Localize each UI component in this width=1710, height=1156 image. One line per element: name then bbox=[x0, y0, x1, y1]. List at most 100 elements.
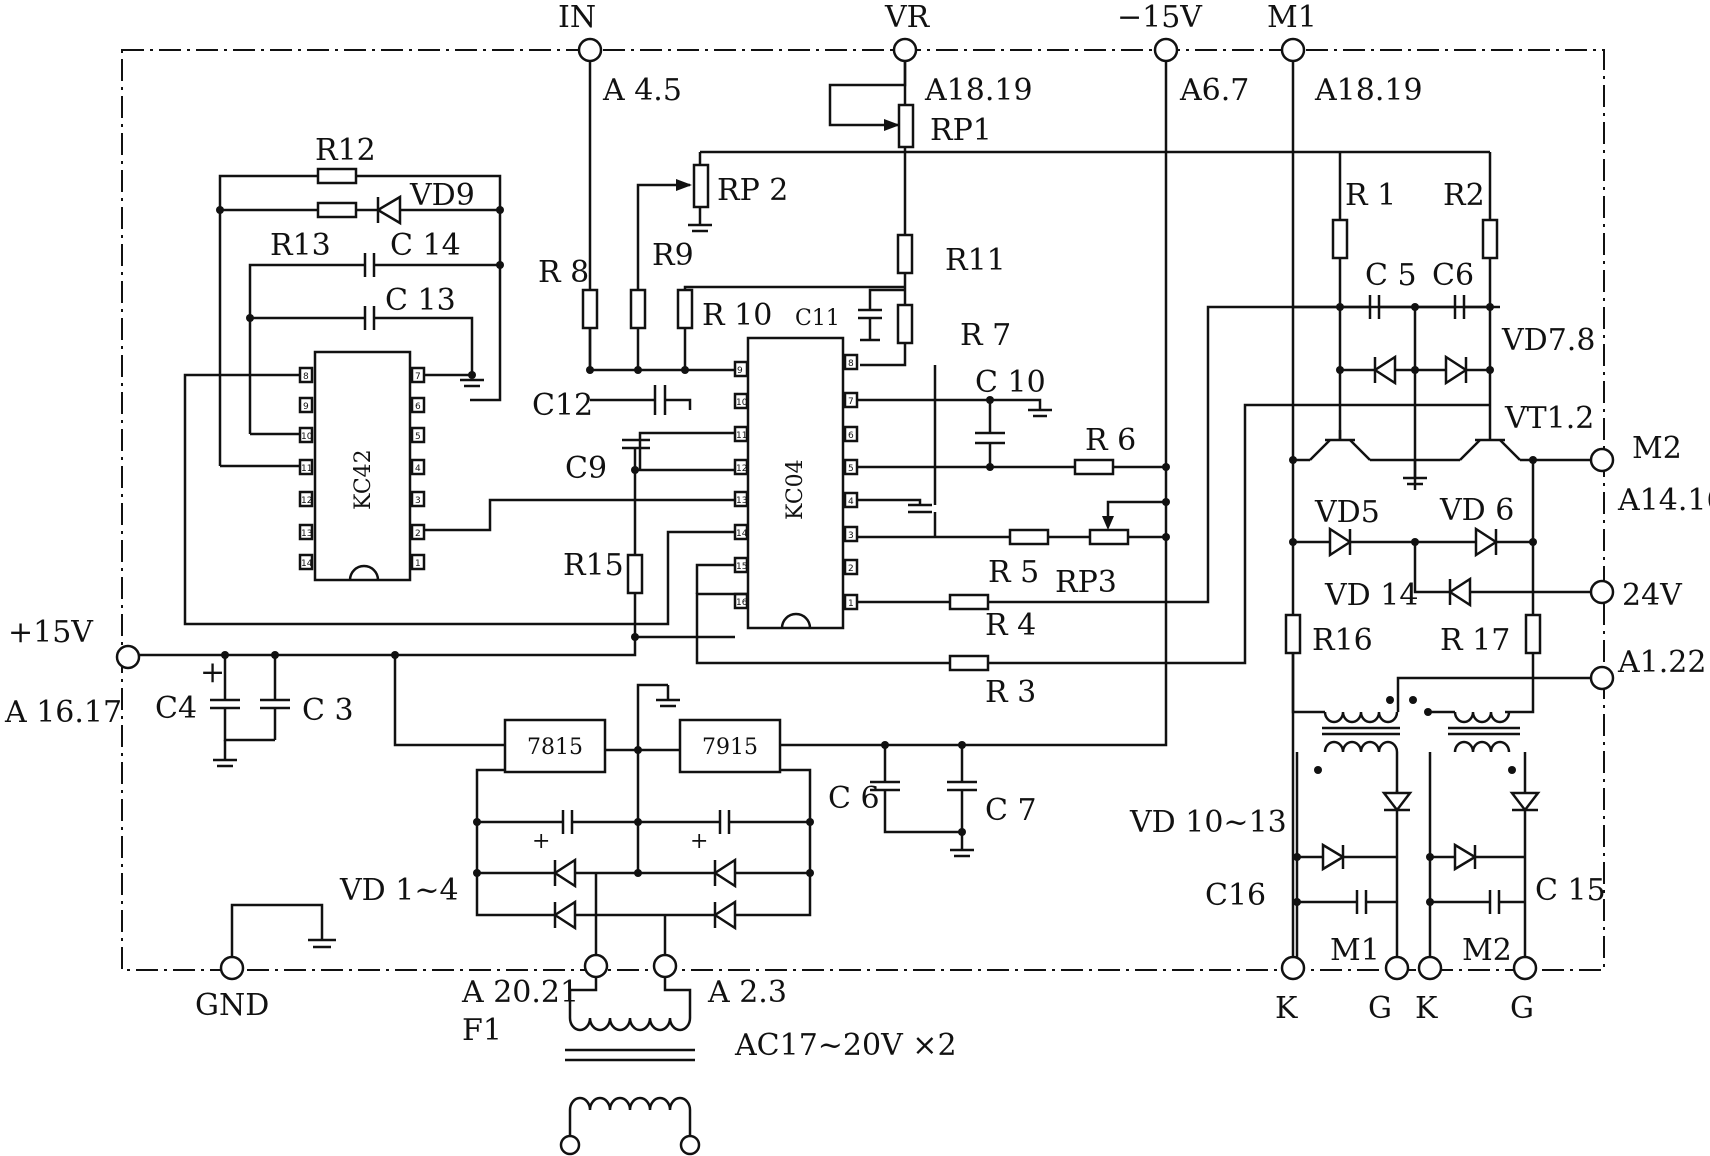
svg-text:+: + bbox=[200, 655, 225, 690]
kc04-pin15 bbox=[695, 563, 735, 594]
r7-resistor: R 7 bbox=[860, 303, 1011, 367]
kc04-pin14-loop bbox=[183, 373, 735, 626]
c10-capacitor: C 10 bbox=[857, 365, 1052, 471]
c6-bottom-capacitor: C 6 bbox=[828, 745, 962, 834]
c14-capacitor: C 14 bbox=[248, 228, 504, 434]
vd5-vd6-diodes: VD5 VD 6 bbox=[1289, 493, 1537, 558]
svg-text:RP 2: RP 2 bbox=[717, 173, 788, 208]
svg-text:M1: M1 bbox=[1330, 933, 1380, 968]
svg-text:+: + bbox=[532, 829, 550, 854]
terminal-m2-right[interactable]: M2 A14.16 bbox=[1589, 431, 1710, 518]
terminal-neg15v[interactable]: −15V A6.7 bbox=[1117, 0, 1249, 108]
terminal-k1[interactable]: K bbox=[1275, 955, 1306, 1026]
svg-text:7815: 7815 bbox=[527, 735, 583, 760]
svg-text:G: G bbox=[1510, 991, 1534, 1026]
svg-text:M1: M1 bbox=[1267, 0, 1317, 35]
svg-text:AC17~20V ×2: AC17~20V ×2 bbox=[734, 1028, 957, 1063]
r5-resistor: R 5 bbox=[857, 528, 1090, 590]
svg-text:7: 7 bbox=[415, 372, 421, 382]
svg-text:VD7.8: VD7.8 bbox=[1501, 323, 1595, 358]
terminal-a122[interactable]: A1.22 bbox=[1396, 645, 1706, 712]
c11-capacitor: C11 bbox=[795, 288, 905, 342]
svg-text:−15V: −15V bbox=[1117, 0, 1203, 35]
r8-resistor: R 8 bbox=[538, 255, 599, 370]
kc42-ic: KC42 bbox=[313, 350, 412, 582]
svg-text:16: 16 bbox=[736, 598, 748, 608]
terminal-gnd[interactable]: GND bbox=[195, 903, 336, 1023]
svg-text:RP3: RP3 bbox=[1055, 565, 1117, 600]
board-outline bbox=[121, 49, 1605, 971]
svg-text:A6.7: A6.7 bbox=[1179, 73, 1249, 108]
svg-text:VR: VR bbox=[884, 0, 931, 35]
terminal-g1[interactable]: G M1 bbox=[1330, 933, 1410, 1026]
svg-text:C11: C11 bbox=[795, 306, 840, 331]
r13-vd9-branch: VD9 R13 bbox=[216, 178, 504, 263]
c13-capacitor: C 13 bbox=[246, 283, 474, 378]
terminal-vr[interactable]: VR A18.19 bbox=[884, 0, 1033, 108]
svg-text:+: + bbox=[690, 829, 708, 854]
svg-text:R 3: R 3 bbox=[985, 675, 1036, 710]
svg-text:K: K bbox=[1415, 991, 1438, 1026]
ac-terminals[interactable]: A 20.21 A 2.3 F1 bbox=[461, 953, 787, 1048]
c4-capacitor: + C4 bbox=[155, 655, 275, 768]
svg-text:C 3: C 3 bbox=[302, 693, 354, 728]
svg-text:12: 12 bbox=[736, 464, 747, 474]
c9-capacitor: C9 bbox=[565, 431, 735, 486]
terminal-in[interactable]: IN A 4.5 bbox=[558, 0, 682, 370]
svg-text:RP1: RP1 bbox=[930, 113, 992, 148]
r17-resistor: R 17 bbox=[1440, 613, 1542, 714]
r16-resistor: R16 bbox=[1284, 613, 1373, 680]
svg-text:4: 4 bbox=[848, 497, 854, 507]
pos15v-rail bbox=[139, 653, 505, 747]
gate-circuit-1: VD 10~13 C16 bbox=[1129, 790, 1413, 914]
svg-text:VD 10~13: VD 10~13 bbox=[1129, 805, 1287, 840]
svg-text:13: 13 bbox=[736, 496, 747, 506]
terminal-g2[interactable]: G M2 bbox=[1462, 933, 1538, 1026]
pulse-transformer-2 bbox=[1409, 696, 1527, 965]
svg-text:R11: R11 bbox=[945, 243, 1006, 278]
svg-text:R2: R2 bbox=[1443, 178, 1485, 213]
svg-text:R 10: R 10 bbox=[702, 298, 772, 333]
svg-text:F1: F1 bbox=[462, 1013, 502, 1048]
svg-text:6: 6 bbox=[415, 402, 421, 412]
pulse-transformer-1 bbox=[1291, 680, 1400, 965]
reg-ground bbox=[636, 683, 668, 750]
kc04-left-pins: 9 10 11 12 13 14 15 16 bbox=[733, 360, 749, 610]
svg-text:C6: C6 bbox=[1432, 258, 1474, 293]
regulator-7815: 7815 bbox=[503, 718, 607, 774]
terminal-m1-top[interactable]: M1 A18.19 bbox=[1267, 0, 1423, 108]
r12-resistor: R12 bbox=[218, 133, 502, 466]
terminal-k2[interactable]: K bbox=[1415, 955, 1443, 1026]
svg-text:12: 12 bbox=[301, 496, 312, 506]
svg-text:3: 3 bbox=[415, 496, 421, 506]
svg-text:C 6: C 6 bbox=[828, 781, 880, 816]
svg-text:R 5: R 5 bbox=[988, 555, 1039, 590]
svg-text:R16: R16 bbox=[1312, 623, 1373, 658]
r10-resistor: R 10 bbox=[676, 285, 905, 370]
svg-text:R15: R15 bbox=[563, 548, 624, 583]
svg-text:KC04: KC04 bbox=[783, 459, 808, 520]
svg-text:14: 14 bbox=[736, 529, 748, 539]
svg-text:VD5: VD5 bbox=[1314, 495, 1380, 530]
svg-text:G: G bbox=[1368, 991, 1392, 1026]
gate-circuit-2: C 15 bbox=[1426, 791, 1606, 914]
terminal-pos15v[interactable]: +15V A 16.17 bbox=[4, 615, 141, 730]
svg-text:A 2.3: A 2.3 bbox=[707, 975, 787, 1010]
svg-text:10: 10 bbox=[301, 432, 313, 442]
svg-text:A18.19: A18.19 bbox=[924, 73, 1033, 108]
svg-text:C4: C4 bbox=[155, 691, 197, 726]
svg-text:A18.19: A18.19 bbox=[1314, 73, 1423, 108]
svg-text:9: 9 bbox=[737, 366, 743, 376]
svg-text:C 7: C 7 bbox=[985, 793, 1037, 828]
terminal-24v[interactable]: 24V bbox=[1589, 578, 1683, 613]
svg-text:R9: R9 bbox=[652, 238, 694, 273]
svg-text:IN: IN bbox=[558, 0, 596, 35]
svg-text:R 17: R 17 bbox=[1440, 623, 1510, 658]
c3-capacitor: C 3 bbox=[260, 655, 354, 740]
r6-resistor: R 6 bbox=[857, 423, 1166, 476]
svg-text:VD 6: VD 6 bbox=[1439, 493, 1514, 528]
regulator-7915: 7915 bbox=[678, 718, 782, 774]
svg-text:K: K bbox=[1275, 991, 1298, 1026]
svg-text:VT1.2: VT1.2 bbox=[1504, 401, 1594, 436]
neg15v-out bbox=[780, 740, 1168, 747]
